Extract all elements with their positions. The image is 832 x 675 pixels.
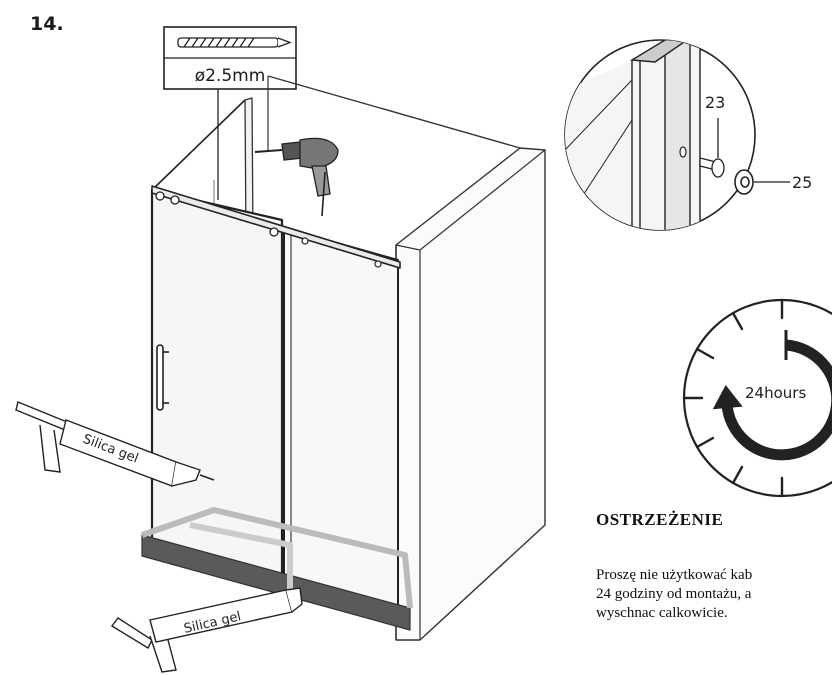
screw-part-number: 23 [705, 93, 725, 112]
clock-timer-icon: 24hours [682, 298, 832, 498]
cap-icon [734, 169, 790, 195]
cap-part-number: 25 [792, 173, 812, 192]
warning-line-1: Proszę nie użytkować kab [596, 567, 753, 583]
step-number: 14. [30, 13, 64, 35]
warning-block: OSTRZEŻENIE Proszę nie użytkować kab 24 … [596, 510, 832, 623]
silicone-gun-lower: Silica gel [110, 587, 303, 673]
drill-bit-callout: ø2.5mm [163, 26, 297, 200]
warning-line-3: wyschnac calkowicie. [596, 605, 728, 621]
drill-bit-size: ø2.5mm [195, 66, 266, 86]
drill-bit-icon [177, 37, 292, 48]
warning-line-2: 24 godziny od montażu, a [596, 586, 752, 602]
screw-detail-callout: 23 25 [564, 39, 812, 231]
screw-icon [699, 118, 725, 178]
warning-title: OSTRZEŻENIE [596, 510, 724, 529]
shower-enclosure [141, 75, 546, 641]
timer-label: 24hours [745, 384, 806, 402]
drill-icon [254, 137, 339, 217]
